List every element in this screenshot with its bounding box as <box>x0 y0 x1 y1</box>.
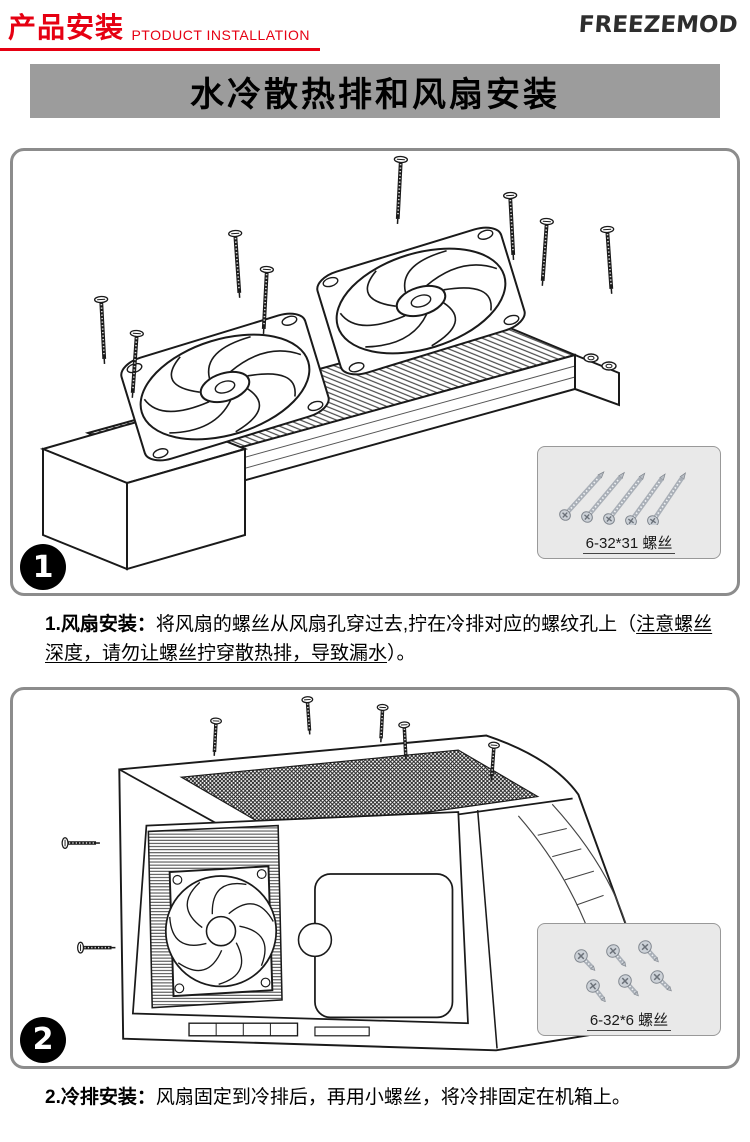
screw-spec-label: 6-32*31 螺丝 <box>541 532 717 554</box>
page: 产品安装 PTODUCT INSTALLATION FREEZEMOD 水冷散热… <box>0 0 750 1108</box>
screw-spec-label: 6-32*6 螺丝 <box>541 1009 717 1031</box>
internal-fan <box>164 865 278 997</box>
page-subtitle: PTODUCT INSTALLATION <box>131 27 311 43</box>
long-screws-photo <box>547 453 711 525</box>
brand-logo: FREEZEMOD <box>578 12 739 38</box>
step1-caption: 1.风扇安装：将风扇的螺丝从风扇孔穿过去,拧在冷排对应的螺纹孔上（注意螺丝深度，… <box>45 614 713 665</box>
step1-caption-label: 1.风扇安装： <box>45 614 156 635</box>
short-screws-photo <box>547 930 711 1002</box>
section-title: 水冷散热排和风扇安装 <box>190 75 560 114</box>
step2-screw-inset: 6-32*6 螺丝 <box>537 922 721 1036</box>
step2-number-badge: 2 <box>20 1016 66 1063</box>
page-header: 产品安装 PTODUCT INSTALLATION FREEZEMOD <box>0 0 750 51</box>
step1-figure: 6-32*31 螺丝 1 <box>10 148 740 596</box>
radiator-fans-exploded-illustration <box>39 154 621 571</box>
step2-caption: 2.冷排安装：风扇固定到冷排后，再用小螺丝，将冷排固定在机箱上。 <box>45 1086 631 1108</box>
pc-case-drawing <box>118 734 643 1052</box>
step1-number-badge: 1 <box>20 544 66 590</box>
radiator-drawing <box>39 319 620 571</box>
pc-case-installation-illustration <box>60 694 643 1052</box>
step1-warning-text: 注意螺丝深度，请勿让螺丝拧穿散热排，导致漏水 <box>45 614 713 665</box>
step2-caption-label: 2.冷排安装： <box>45 1086 156 1108</box>
step2-figure: 6-32*6 螺丝 2 <box>10 686 740 1069</box>
header-title-group: 产品安装 PTODUCT INSTALLATION <box>0 6 321 51</box>
section-banner: 水冷散热排和风扇安装 <box>30 64 720 118</box>
step1-screw-inset: 6-32*31 螺丝 <box>537 446 721 559</box>
page-title: 产品安装 <box>8 12 125 43</box>
